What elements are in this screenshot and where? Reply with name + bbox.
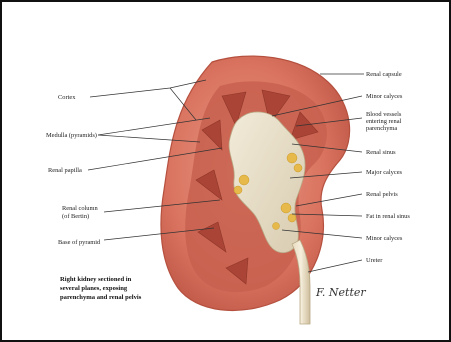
label-major-calyces: Major calyces (366, 169, 403, 176)
label-blood-vessels-1: Blood vessels (366, 111, 402, 118)
artist-signature: F. Netter (315, 286, 366, 299)
label-renal-column-1: Renal column (62, 205, 98, 212)
label-renal-pelvis: Renal pelvis (366, 191, 398, 198)
caption-line-2: several planes, exposing (60, 285, 128, 292)
caption-line-1: Right kidney sectioned in (60, 276, 132, 283)
label-ureter: Ureter (366, 257, 383, 264)
label-fat-in-renal-sinus: Fat in renal sinus (366, 213, 410, 220)
label-renal-sinus: Renal sinus (366, 149, 396, 156)
label-renal-column-2: (of Bertin) (62, 213, 89, 220)
label-cortex: Cortex (58, 94, 76, 101)
label-base-of-pyramid: Base of pyramid (58, 239, 101, 246)
label-blood-vessels-3: parenchyma (366, 125, 397, 132)
label-blood-vessels-2: entering renal (366, 118, 402, 125)
caption-line-3: parenchyma and renal pelvis (60, 294, 142, 301)
label-renal-papilla: Renal papilla (48, 167, 82, 174)
label-renal-capsule: Renal capsule (366, 71, 402, 78)
label-medulla: Medulla (pyramids) (46, 132, 97, 139)
label-minor-calyces-bottom: Minor calyces (366, 235, 403, 242)
label-minor-calyces-top: Minor calyces (366, 93, 403, 100)
